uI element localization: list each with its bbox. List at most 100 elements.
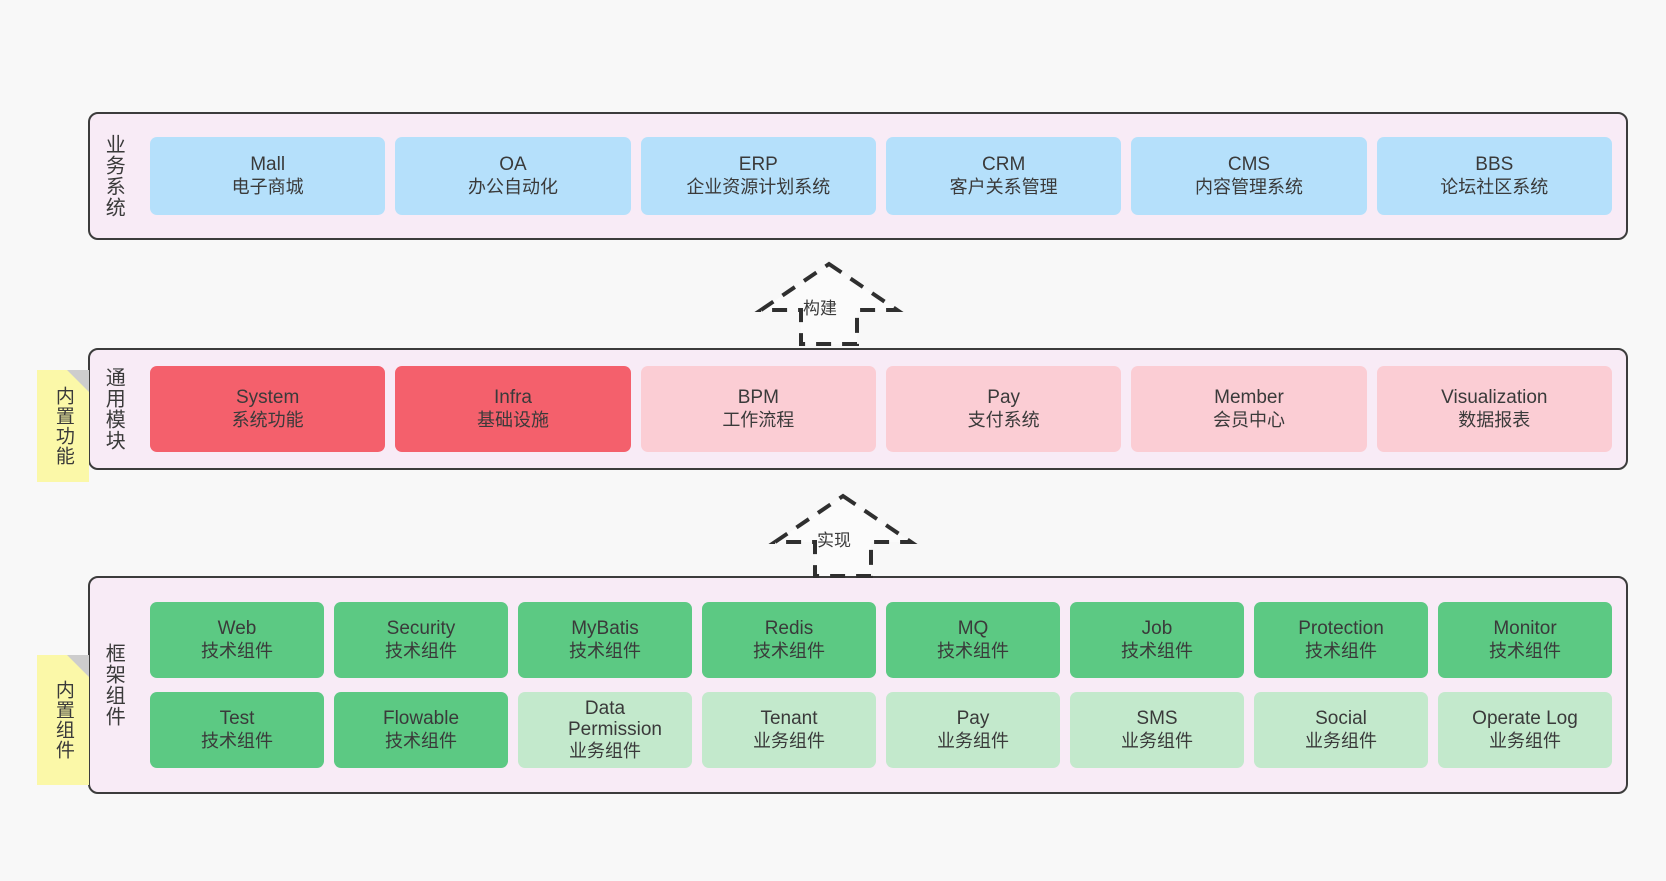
node-job-cn: 技术组件 — [1121, 640, 1193, 661]
note-fold-corner-icon — [67, 370, 89, 392]
framework-row-technical: Web 技术组件 Security 技术组件 MyBatis 技术组件 Redi… — [150, 602, 1612, 678]
node-data-permission[interactable]: Data Permission 业务组件 — [518, 692, 692, 768]
note-builtin-component: 内置组件 — [37, 655, 89, 785]
node-operate-log-cn: 业务组件 — [1489, 730, 1561, 751]
node-operate-log-en: Operate Log — [1472, 708, 1578, 730]
node-test-cn: 技术组件 — [201, 730, 273, 751]
node-member-en: Member — [1214, 387, 1284, 409]
node-mybatis-cn: 技术组件 — [569, 640, 641, 661]
node-oa-cn: 办公自动化 — [467, 176, 558, 197]
node-tenant-en: Tenant — [760, 708, 818, 730]
node-test-en: Test — [219, 708, 255, 730]
node-bbs-cn: 论坛社区系统 — [1440, 176, 1549, 197]
node-pay-component[interactable]: Pay 业务组件 — [886, 692, 1060, 768]
node-oa[interactable]: OA 办公自动化 — [395, 137, 631, 215]
node-bpm-cn: 工作流程 — [722, 409, 795, 430]
node-crm-cn: 客户关系管理 — [949, 176, 1058, 197]
node-pay-component-cn: 业务组件 — [937, 730, 1009, 751]
node-pay-module[interactable]: Pay 支付系统 — [885, 366, 1122, 452]
node-mybatis-en: MyBatis — [571, 618, 639, 640]
node-monitor-cn: 技术组件 — [1489, 640, 1561, 661]
layer-body-framework-component: Web 技术组件 Security 技术组件 MyBatis 技术组件 Redi… — [136, 578, 1626, 792]
node-mybatis[interactable]: MyBatis 技术组件 — [518, 602, 692, 678]
node-security-cn: 技术组件 — [385, 640, 457, 661]
node-infra[interactable]: Infra 基础设施 — [395, 366, 631, 452]
node-redis[interactable]: Redis 技术组件 — [702, 602, 876, 678]
node-mq[interactable]: MQ 技术组件 — [886, 602, 1060, 678]
node-flowable[interactable]: Flowable 技术组件 — [334, 692, 508, 768]
connector-implement: 实现 — [768, 492, 918, 580]
node-system-en: System — [235, 387, 300, 409]
node-protection[interactable]: Protection 技术组件 — [1254, 602, 1428, 678]
connector-implement-label: 实现 — [817, 531, 851, 550]
node-cms-en: CMS — [1227, 154, 1271, 176]
node-tenant-cn: 业务组件 — [753, 730, 825, 751]
node-job[interactable]: Job 技术组件 — [1070, 602, 1244, 678]
connector-build-label: 构建 — [803, 299, 837, 318]
node-mall-en: Mall — [250, 154, 286, 176]
node-job-en: Job — [1141, 618, 1173, 640]
node-member[interactable]: Member 会员中心 — [1131, 366, 1367, 452]
node-bbs[interactable]: BBS 论坛社区系统 — [1376, 137, 1612, 215]
node-protection-en: Protection — [1298, 618, 1384, 640]
node-tenant[interactable]: Tenant 业务组件 — [702, 692, 876, 768]
node-system[interactable]: System 系统功能 — [150, 366, 386, 452]
node-pay-module-en: Pay — [987, 387, 1021, 409]
node-crm[interactable]: CRM 客户关系管理 — [885, 137, 1122, 215]
node-mall[interactable]: Mall 电子商城 — [150, 137, 386, 215]
layer-business-system: 业务系统 Mall 电子商城 OA 办公自动化 ERP 企业资源计划系统 CRM… — [88, 112, 1628, 240]
layer-common-module: 通用模块 System 系统功能 Infra 基础设施 BPM 工作流程 Pay… — [88, 348, 1628, 470]
connector-build-shape — [754, 261, 904, 346]
node-pay-module-cn: 支付系统 — [967, 409, 1040, 430]
node-social[interactable]: Social 业务组件 — [1254, 692, 1428, 768]
layer-body-business-system: Mall 电子商城 OA 办公自动化 ERP 企业资源计划系统 CRM 客户关系… — [136, 114, 1626, 238]
layer-framework-component: 框架组件 Web 技术组件 Security 技术组件 MyBatis 技术组件… — [88, 576, 1628, 794]
node-oa-en: OA — [499, 154, 527, 176]
layer-title-business-system: 业务系统 — [102, 134, 125, 218]
node-flowable-cn: 技术组件 — [385, 730, 457, 751]
node-protection-cn: 技术组件 — [1305, 640, 1377, 661]
node-bpm-en: BPM — [737, 387, 779, 409]
node-erp[interactable]: ERP 企业资源计划系统 — [640, 137, 876, 215]
node-crm-en: CRM — [982, 154, 1026, 176]
node-security-en: Security — [386, 618, 456, 640]
layer-title-framework-component: 框架组件 — [102, 643, 125, 727]
node-pay-component-en: Pay — [956, 708, 990, 730]
node-mq-en: MQ — [957, 618, 989, 640]
node-monitor[interactable]: Monitor 技术组件 — [1438, 602, 1612, 678]
node-redis-en: Redis — [764, 618, 814, 640]
connector-implement-shape — [768, 493, 918, 578]
node-cms[interactable]: CMS 内容管理系统 — [1131, 137, 1367, 215]
note-builtin-function-label: 内置功能 — [52, 386, 74, 466]
node-test[interactable]: Test 技术组件 — [150, 692, 324, 768]
node-data-permission-en: Data Permission — [568, 698, 662, 741]
node-web[interactable]: Web 技术组件 — [150, 602, 324, 678]
node-sms-cn: 业务组件 — [1121, 730, 1193, 751]
node-bpm[interactable]: BPM 工作流程 — [640, 366, 876, 452]
node-mall-cn: 电子商城 — [231, 176, 304, 197]
node-operate-log[interactable]: Operate Log 业务组件 — [1438, 692, 1612, 768]
node-mq-cn: 技术组件 — [937, 640, 1009, 661]
node-web-en: Web — [217, 618, 257, 640]
node-visualization-en: Visualization — [1441, 387, 1548, 409]
node-cms-cn: 内容管理系统 — [1194, 176, 1303, 197]
node-member-cn: 会员中心 — [1212, 409, 1285, 430]
node-erp-en: ERP — [738, 154, 778, 176]
note-builtin-function: 内置功能 — [37, 370, 89, 482]
node-infra-en: Infra — [493, 387, 532, 409]
node-social-en: Social — [1315, 708, 1367, 730]
node-sms-en: SMS — [1136, 708, 1178, 730]
node-visualization[interactable]: Visualization 数据报表 — [1376, 366, 1612, 452]
node-web-cn: 技术组件 — [201, 640, 273, 661]
node-sms[interactable]: SMS 业务组件 — [1070, 692, 1244, 768]
node-visualization-cn: 数据报表 — [1458, 409, 1531, 430]
node-social-cn: 业务组件 — [1305, 730, 1377, 751]
node-redis-cn: 技术组件 — [753, 640, 825, 661]
connector-build: 构建 — [754, 260, 904, 348]
node-erp-cn: 企业资源计划系统 — [686, 176, 831, 197]
note-fold-corner-icon — [67, 655, 89, 677]
layer-body-common-module: System 系统功能 Infra 基础设施 BPM 工作流程 Pay 支付系统… — [136, 350, 1626, 468]
node-security[interactable]: Security 技术组件 — [334, 602, 508, 678]
node-data-permission-cn: 业务组件 — [569, 740, 641, 761]
